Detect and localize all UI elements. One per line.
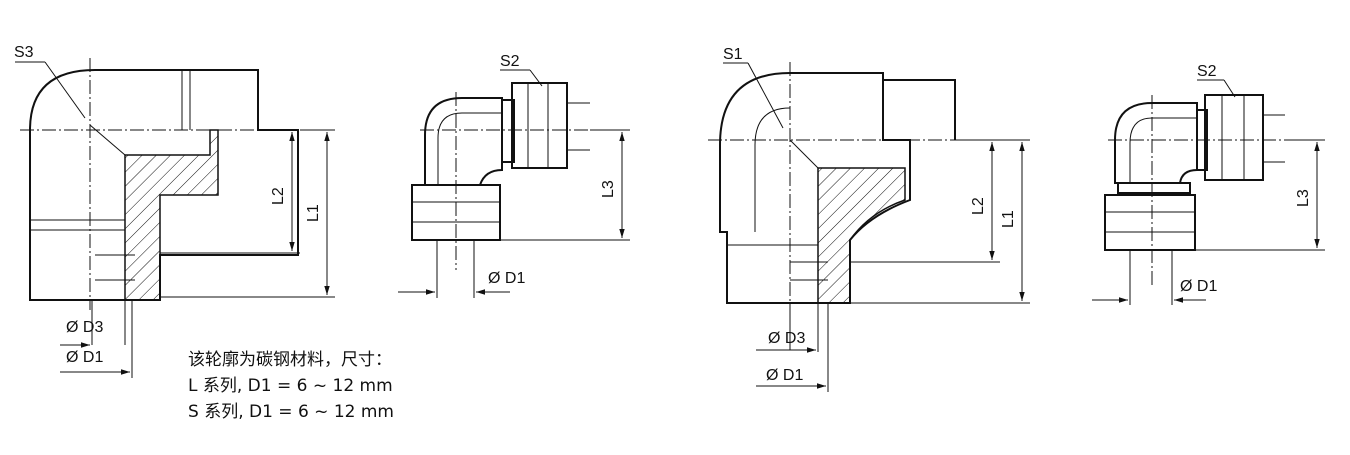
s2-label-2: S2 (1197, 63, 1217, 80)
note-line-2: L 系列, D1 = 6 ~ 12 mm (188, 376, 393, 396)
l2-label-2: L2 (970, 197, 987, 215)
fitting-3-elbow-section (708, 62, 1030, 392)
d3-label-2: Ø D3 (768, 330, 805, 347)
l3-label-2: L3 (1295, 189, 1312, 207)
s3-label: S3 (14, 44, 34, 61)
d3-label-1: Ø D3 (66, 319, 103, 336)
d1-label-1: Ø D1 (66, 349, 103, 366)
s2-label-1: S2 (500, 53, 520, 70)
d1-label-3: Ø D1 (766, 367, 803, 384)
material-note: 该轮廓为碳钢材料，尺寸： L 系列, D1 = 6 ~ 12 mm S 系列, … (188, 347, 394, 425)
note-line-1: 该轮廓为碳钢材料，尺寸： (188, 350, 392, 370)
l1-label-2: L1 (1000, 210, 1017, 228)
fitting-1-elbow-section (15, 58, 335, 378)
l3-label-1: L3 (600, 180, 617, 198)
l2-label-1: L2 (270, 187, 287, 205)
d1-label-4: Ø D1 (1180, 278, 1217, 295)
note-line-3: S 系列, D1 = 6 ~ 12 mm (188, 402, 394, 422)
s1-label: S1 (723, 46, 743, 63)
l1-label-1: L1 (305, 204, 322, 222)
d1-label-2: Ø D1 (488, 270, 525, 287)
fitting-2-elbow-with-nuts (398, 69, 630, 298)
fitting-4-elbow-with-nuts (1092, 79, 1325, 305)
